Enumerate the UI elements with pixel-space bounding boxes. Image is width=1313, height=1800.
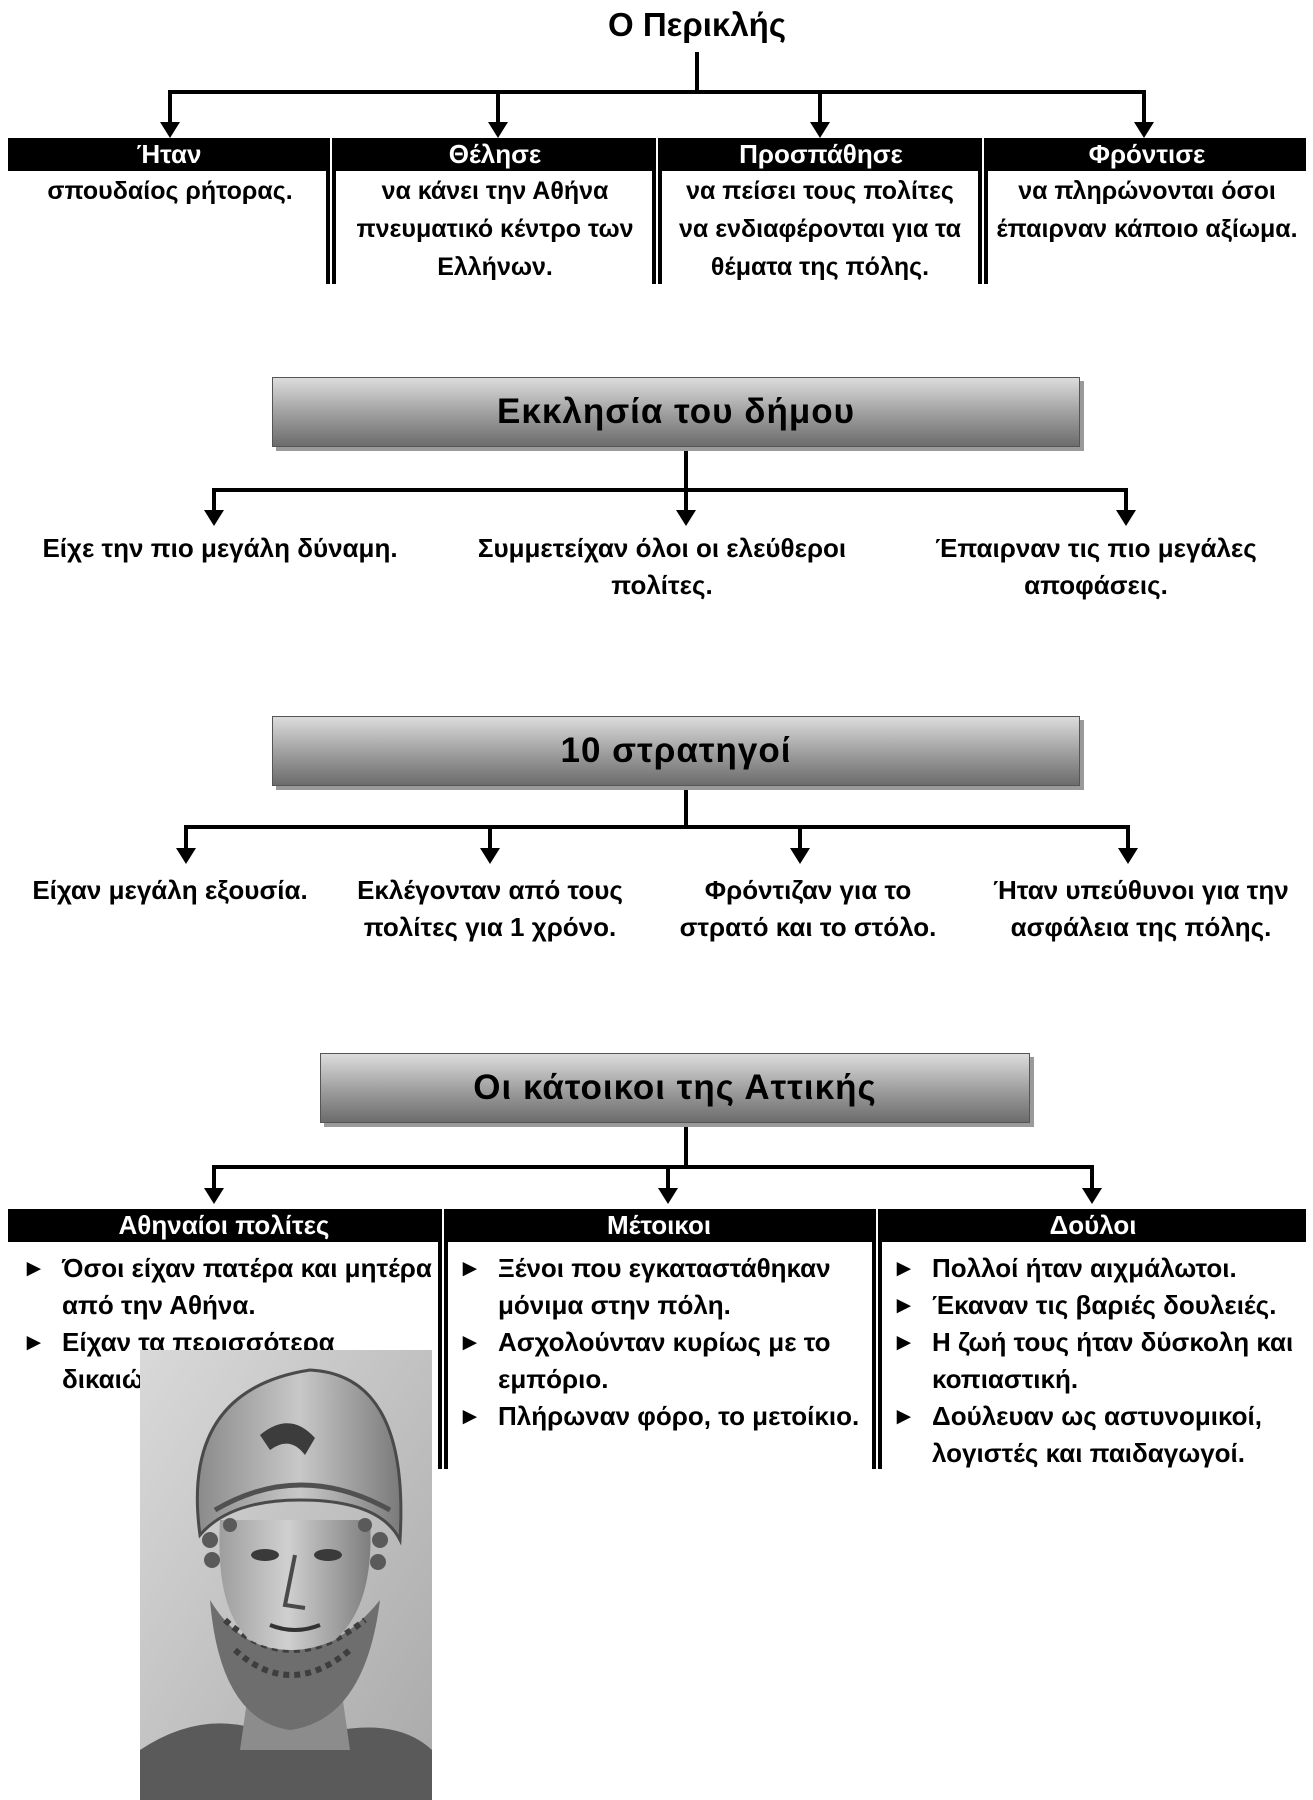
strategoi-item-3: Φρόντιζαν για το στρατό και το στόλο. xyxy=(679,875,937,942)
list-item: ►Ασχολούνταν κυρίως με το εμπόριο. xyxy=(446,1324,872,1398)
pericles-header-1: Ήταν xyxy=(8,138,330,171)
slaves-bullets: ►Πολλοί ήταν αιχμάλωτοι. ►Έκαναν τις βαρ… xyxy=(880,1250,1308,1472)
strategoi-title-box: 10 στρατηγοί xyxy=(272,716,1080,786)
attica-title-box: Οι κάτοικοι της Αττικής xyxy=(320,1053,1030,1123)
bullet-arrow-icon: ► xyxy=(22,1329,46,1356)
bullet-arrow-icon: ► xyxy=(892,1403,916,1430)
pericles-header-4: Φρόντισε xyxy=(988,138,1306,171)
list-item: ►Πλήρωναν φόρο, το μετοίκιο. xyxy=(446,1398,872,1435)
pericles-title: Ο Περικλής xyxy=(608,6,786,43)
column-divider xyxy=(978,138,988,284)
ekklesia-title-box: Εκκλησία του δήμου xyxy=(272,377,1080,447)
column-divider xyxy=(652,138,662,284)
column-divider xyxy=(438,1209,448,1469)
attica-header-slaves: Δούλοι xyxy=(880,1209,1306,1242)
bullet-arrow-icon: ► xyxy=(458,1403,482,1430)
ekklesia-item-2: Συμμετείχαν όλοι οι ελεύθεροι πολίτες. xyxy=(477,533,847,600)
strategoi-item-4: Ήταν υπεύθυνοι για την ασφάλεια της πόλη… xyxy=(993,875,1289,942)
bullet-arrow-icon: ► xyxy=(892,1255,916,1282)
list-item: ►Ξένοι που εγκαταστάθηκαν μόνιμα στην πό… xyxy=(446,1250,872,1324)
attica-header-metics: Μέτοικοι xyxy=(446,1209,872,1242)
bullet-arrow-icon: ► xyxy=(892,1292,916,1319)
strategoi-item-2: Εκλέγονταν από τους πολίτες για 1 χρόνο. xyxy=(357,875,623,942)
pericles-header-2: Θέλησε xyxy=(336,138,654,171)
strategoi-item-1: Είχαν μεγάλη εξουσία. xyxy=(32,875,308,905)
pericles-text-3: να πείσει τους πολίτες να ενδιαφέρονται … xyxy=(679,177,961,281)
list-item: ►Η ζωή τους ήταν δύσκολη και κοπιαστική. xyxy=(880,1324,1308,1398)
attica-header-citizens: Αθηναίοι πολίτες xyxy=(8,1209,440,1242)
bullet-arrow-icon: ► xyxy=(458,1255,482,1282)
metics-bullets: ►Ξένοι που εγκαταστάθηκαν μόνιμα στην πό… xyxy=(446,1250,872,1435)
column-divider xyxy=(872,1209,882,1469)
list-item: ►Έκαναν τις βαριές δουλειές. xyxy=(880,1287,1308,1324)
bullet-arrow-icon: ► xyxy=(892,1329,916,1356)
list-item: ►Πολλοί ήταν αιχμάλωτοι. xyxy=(880,1250,1308,1287)
pericles-text-1: σπουδαίος ρήτορας. xyxy=(47,177,293,205)
pericles-text-2: να κάνει την Αθήνα πνευματικό κέντρο των… xyxy=(356,177,634,281)
ekklesia-item-1: Είχε την πιο μεγάλη δύναμη. xyxy=(42,533,398,563)
bullet-arrow-icon: ► xyxy=(458,1329,482,1356)
bullet-arrow-icon: ► xyxy=(22,1255,46,1282)
column-divider xyxy=(326,138,336,284)
pericles-text-4: να πληρώνονται όσοι έπαιρναν κάποιο αξίω… xyxy=(996,177,1298,243)
pericles-header-3: Προσπάθησε xyxy=(662,138,980,171)
pericles-bust-icon xyxy=(140,1350,432,1800)
list-item: ►Όσοι είχαν πατέρα και μητέρα από την Αθ… xyxy=(10,1250,438,1324)
list-item: ►Δούλευαν ως αστυνομικοί, λογιστές και π… xyxy=(880,1398,1308,1472)
ekklesia-item-3: Έπαιρναν τις πιο μεγάλες αποφάσεις. xyxy=(935,533,1257,600)
